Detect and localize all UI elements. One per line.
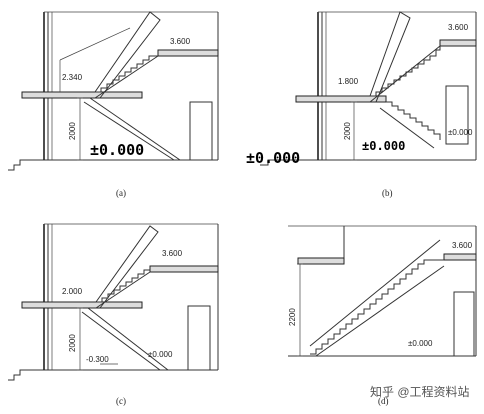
watermark: 知乎 @工程资料站 — [370, 384, 470, 399]
upper-flight-b — [370, 46, 441, 97]
level-c-upper: 3.600 — [162, 249, 183, 258]
dimension-c: 2000 — [68, 334, 77, 352]
dimension-b: 2000 — [343, 122, 352, 140]
overlay-a: ±0.000 — [90, 141, 144, 159]
floating-overlay: ±0.000 — [246, 149, 300, 167]
caption-d: (d) — [378, 396, 389, 406]
level-d-ground: ±0.000 — [408, 339, 433, 348]
lower-flight — [89, 97, 181, 161]
panel-c — [8, 223, 219, 381]
handrail — [94, 11, 161, 99]
level-c-landing: 2.000 — [62, 287, 83, 296]
level-b-ground: ±0.000 — [448, 128, 473, 137]
panel-d — [288, 225, 477, 357]
level-b-upper: 3.600 — [448, 23, 469, 32]
caption-b: (b) — [382, 188, 393, 198]
caption-a: (a) — [116, 188, 126, 198]
upper-slab — [157, 49, 219, 57]
level-b-landing: 1.800 — [338, 77, 359, 86]
overlay-b: ±0.000 — [362, 139, 405, 153]
dimension-a: 2000 — [68, 122, 77, 140]
level-c-ground: ±0.000 — [148, 350, 173, 359]
level-a-landing: 2.340 — [62, 73, 83, 82]
upper-flight — [95, 55, 158, 93]
landing-slab — [21, 91, 143, 99]
level-c-basement: -0.300 — [86, 355, 109, 364]
level-a-upper: 3.600 — [170, 37, 191, 46]
lower-flight-b — [386, 101, 441, 140]
ground-line — [8, 159, 218, 171]
caption-c: (c) — [116, 396, 126, 406]
straight-flight-d — [310, 259, 444, 355]
dimension-d: 2200 — [288, 308, 297, 326]
level-d-upper: 3.600 — [452, 241, 473, 250]
door — [189, 101, 213, 161]
panel-b — [260, 11, 477, 166]
panel-a — [8, 11, 219, 171]
